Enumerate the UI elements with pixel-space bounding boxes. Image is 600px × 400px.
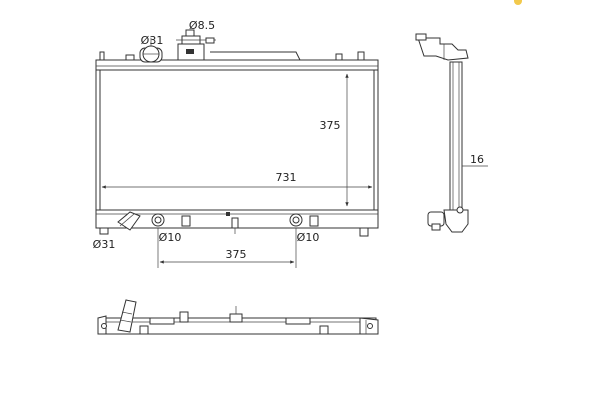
sensor-diameter-label: Ø8.5: [189, 19, 215, 32]
side-view: 16: [415, 33, 488, 233]
bottom-view: [97, 299, 379, 335]
radiator-core: [95, 69, 379, 211]
width-dimension: 731: [101, 171, 373, 189]
height-label: 375: [320, 119, 341, 132]
corner-accent-mark: [514, 0, 522, 5]
sensor-fitting: [176, 29, 216, 61]
outlet-diameter-label: Ø31: [93, 238, 116, 251]
height-dimension: 375: [320, 73, 349, 207]
port-right-diameter-label: Ø10: [297, 231, 320, 244]
port-left-diameter-label: Ø10: [159, 231, 182, 244]
thickness-label: 16: [470, 153, 484, 166]
port-spacing-dimension: 375: [157, 228, 297, 268]
width-label: 731: [276, 171, 297, 184]
front-view: 731 375 375 Ø31 Ø8.5 Ø31 Ø10 Ø10: [93, 19, 379, 268]
cap-diameter-label: Ø31: [141, 34, 164, 47]
radiator-cap: [139, 38, 163, 63]
bottom-tank: [95, 209, 379, 237]
top-tank: [95, 51, 379, 71]
port-spacing-label: 375: [226, 248, 247, 261]
